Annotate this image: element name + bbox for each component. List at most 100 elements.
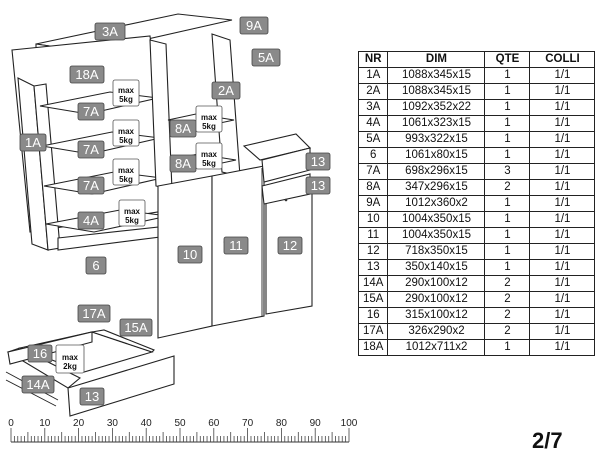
header-colli: COLLI xyxy=(529,51,596,68)
table-cell-dim: 326x290x2 xyxy=(387,323,486,340)
table-cell-colli: 1/1 xyxy=(529,243,596,260)
svg-text:9A: 9A xyxy=(246,18,262,33)
table-cell-nr: 4A xyxy=(357,115,389,132)
label-2a: 2A xyxy=(211,81,241,100)
table-cell-qte: 1 xyxy=(484,147,531,164)
label-4a: 4A xyxy=(77,211,105,230)
ruler-tick-label: 80 xyxy=(276,418,288,429)
table-cell-dim: 1012x711x2 xyxy=(387,339,486,356)
table-cell-nr: 1A xyxy=(357,67,389,84)
svg-text:3A: 3A xyxy=(102,24,118,39)
label-3a: 3A xyxy=(94,22,126,41)
svg-text:10: 10 xyxy=(183,247,197,262)
table-cell-dim: 1061x80x15 xyxy=(387,147,486,164)
table-cell-nr: 7A xyxy=(357,163,389,180)
label-5a: 5A xyxy=(251,48,281,67)
table-cell-colli: 1/1 xyxy=(529,227,596,244)
table-cell-qte: 1 xyxy=(484,243,531,260)
table-cell-dim: 315x100x12 xyxy=(387,307,486,324)
label-13-upper: 13 xyxy=(305,152,331,171)
table-cell-dim: 1004x350x15 xyxy=(387,211,486,228)
svg-text:4A: 4A xyxy=(83,213,99,228)
table-cell-qte: 3 xyxy=(484,163,531,180)
table-cell-nr: 6 xyxy=(357,147,389,164)
table-cell-dim: 1092x352x22 xyxy=(387,99,486,116)
table-cell-dim: 290x100x12 xyxy=(387,291,486,308)
table-cell-qte: 1 xyxy=(484,227,531,244)
table-cell-colli: 1/1 xyxy=(529,147,596,164)
table-cell-dim: 718x350x15 xyxy=(387,243,486,260)
table-cell-nr: 12 xyxy=(357,243,389,260)
table-cell-colli: 1/1 xyxy=(529,275,596,292)
table-cell-nr: 16 xyxy=(357,307,389,324)
table-cell-qte: 1 xyxy=(484,67,531,84)
table-cell-dim: 350x140x15 xyxy=(387,259,486,276)
table-cell-qte: 1 xyxy=(484,131,531,148)
table-cell-colli: 1/1 xyxy=(529,259,596,276)
table-cell-qte: 1 xyxy=(484,83,531,100)
table-cell-colli: 1/1 xyxy=(529,99,596,116)
plinth xyxy=(57,225,169,251)
label-17a: 17A xyxy=(77,304,111,323)
table-cell-dim: 1004x350x15 xyxy=(387,227,486,244)
label-7a-top: 7A xyxy=(77,102,105,121)
label-9a: 9A xyxy=(239,16,269,35)
table-cell-nr: 9A xyxy=(357,195,389,212)
svg-text:7A: 7A xyxy=(83,104,99,119)
svg-text:15A: 15A xyxy=(124,320,147,335)
svg-text:7A: 7A xyxy=(83,178,99,193)
svg-text:11: 11 xyxy=(229,238,243,253)
table-cell-qte: 2 xyxy=(484,291,531,308)
table-cell-qte: 1 xyxy=(484,99,531,116)
table-cell-colli: 1/1 xyxy=(529,131,596,148)
label-10: 10 xyxy=(177,245,203,264)
header-dim: DIM xyxy=(387,51,486,68)
drawer-side-right xyxy=(91,329,155,353)
table-cell-colli: 1/1 xyxy=(529,323,596,340)
svg-text:12: 12 xyxy=(283,238,297,253)
table-cell-nr: 3A xyxy=(357,99,389,116)
table-cell-dim: 1012x360x2 xyxy=(387,195,486,212)
table-cell-dim: 290x100x12 xyxy=(387,275,486,292)
table-cell-qte: 1 xyxy=(484,259,531,276)
svg-text:13: 13 xyxy=(311,154,325,169)
ruler-tick-label: 30 xyxy=(107,418,119,429)
table-cell-qte: 1 xyxy=(484,339,531,356)
svg-text:16: 16 xyxy=(33,346,47,361)
table-cell-qte: 2 xyxy=(484,275,531,292)
table-cell-qte: 2 xyxy=(484,307,531,324)
table-cell-colli: 1/1 xyxy=(529,307,596,324)
label-8a-bottom: 8A xyxy=(169,154,197,173)
table-cell-nr: 2A xyxy=(357,83,389,100)
svg-text:2A: 2A xyxy=(218,83,234,98)
table-cell-colli: 1/1 xyxy=(529,291,596,308)
ruler-tick-label: 100 xyxy=(341,418,358,429)
label-13-lower: 13 xyxy=(305,176,331,195)
page-number: 2/7 xyxy=(532,428,563,453)
label-14a: 14A xyxy=(21,375,55,394)
label-6: 6 xyxy=(85,256,107,275)
table-cell-dim: 698x296x15 xyxy=(387,163,486,180)
label-13-drawer: 13 xyxy=(79,387,105,406)
table-header-row: NR DIM QTE COLLI xyxy=(357,51,596,68)
ruler-tick-label: 10 xyxy=(39,418,51,429)
ruler-tick-label: 50 xyxy=(174,418,186,429)
